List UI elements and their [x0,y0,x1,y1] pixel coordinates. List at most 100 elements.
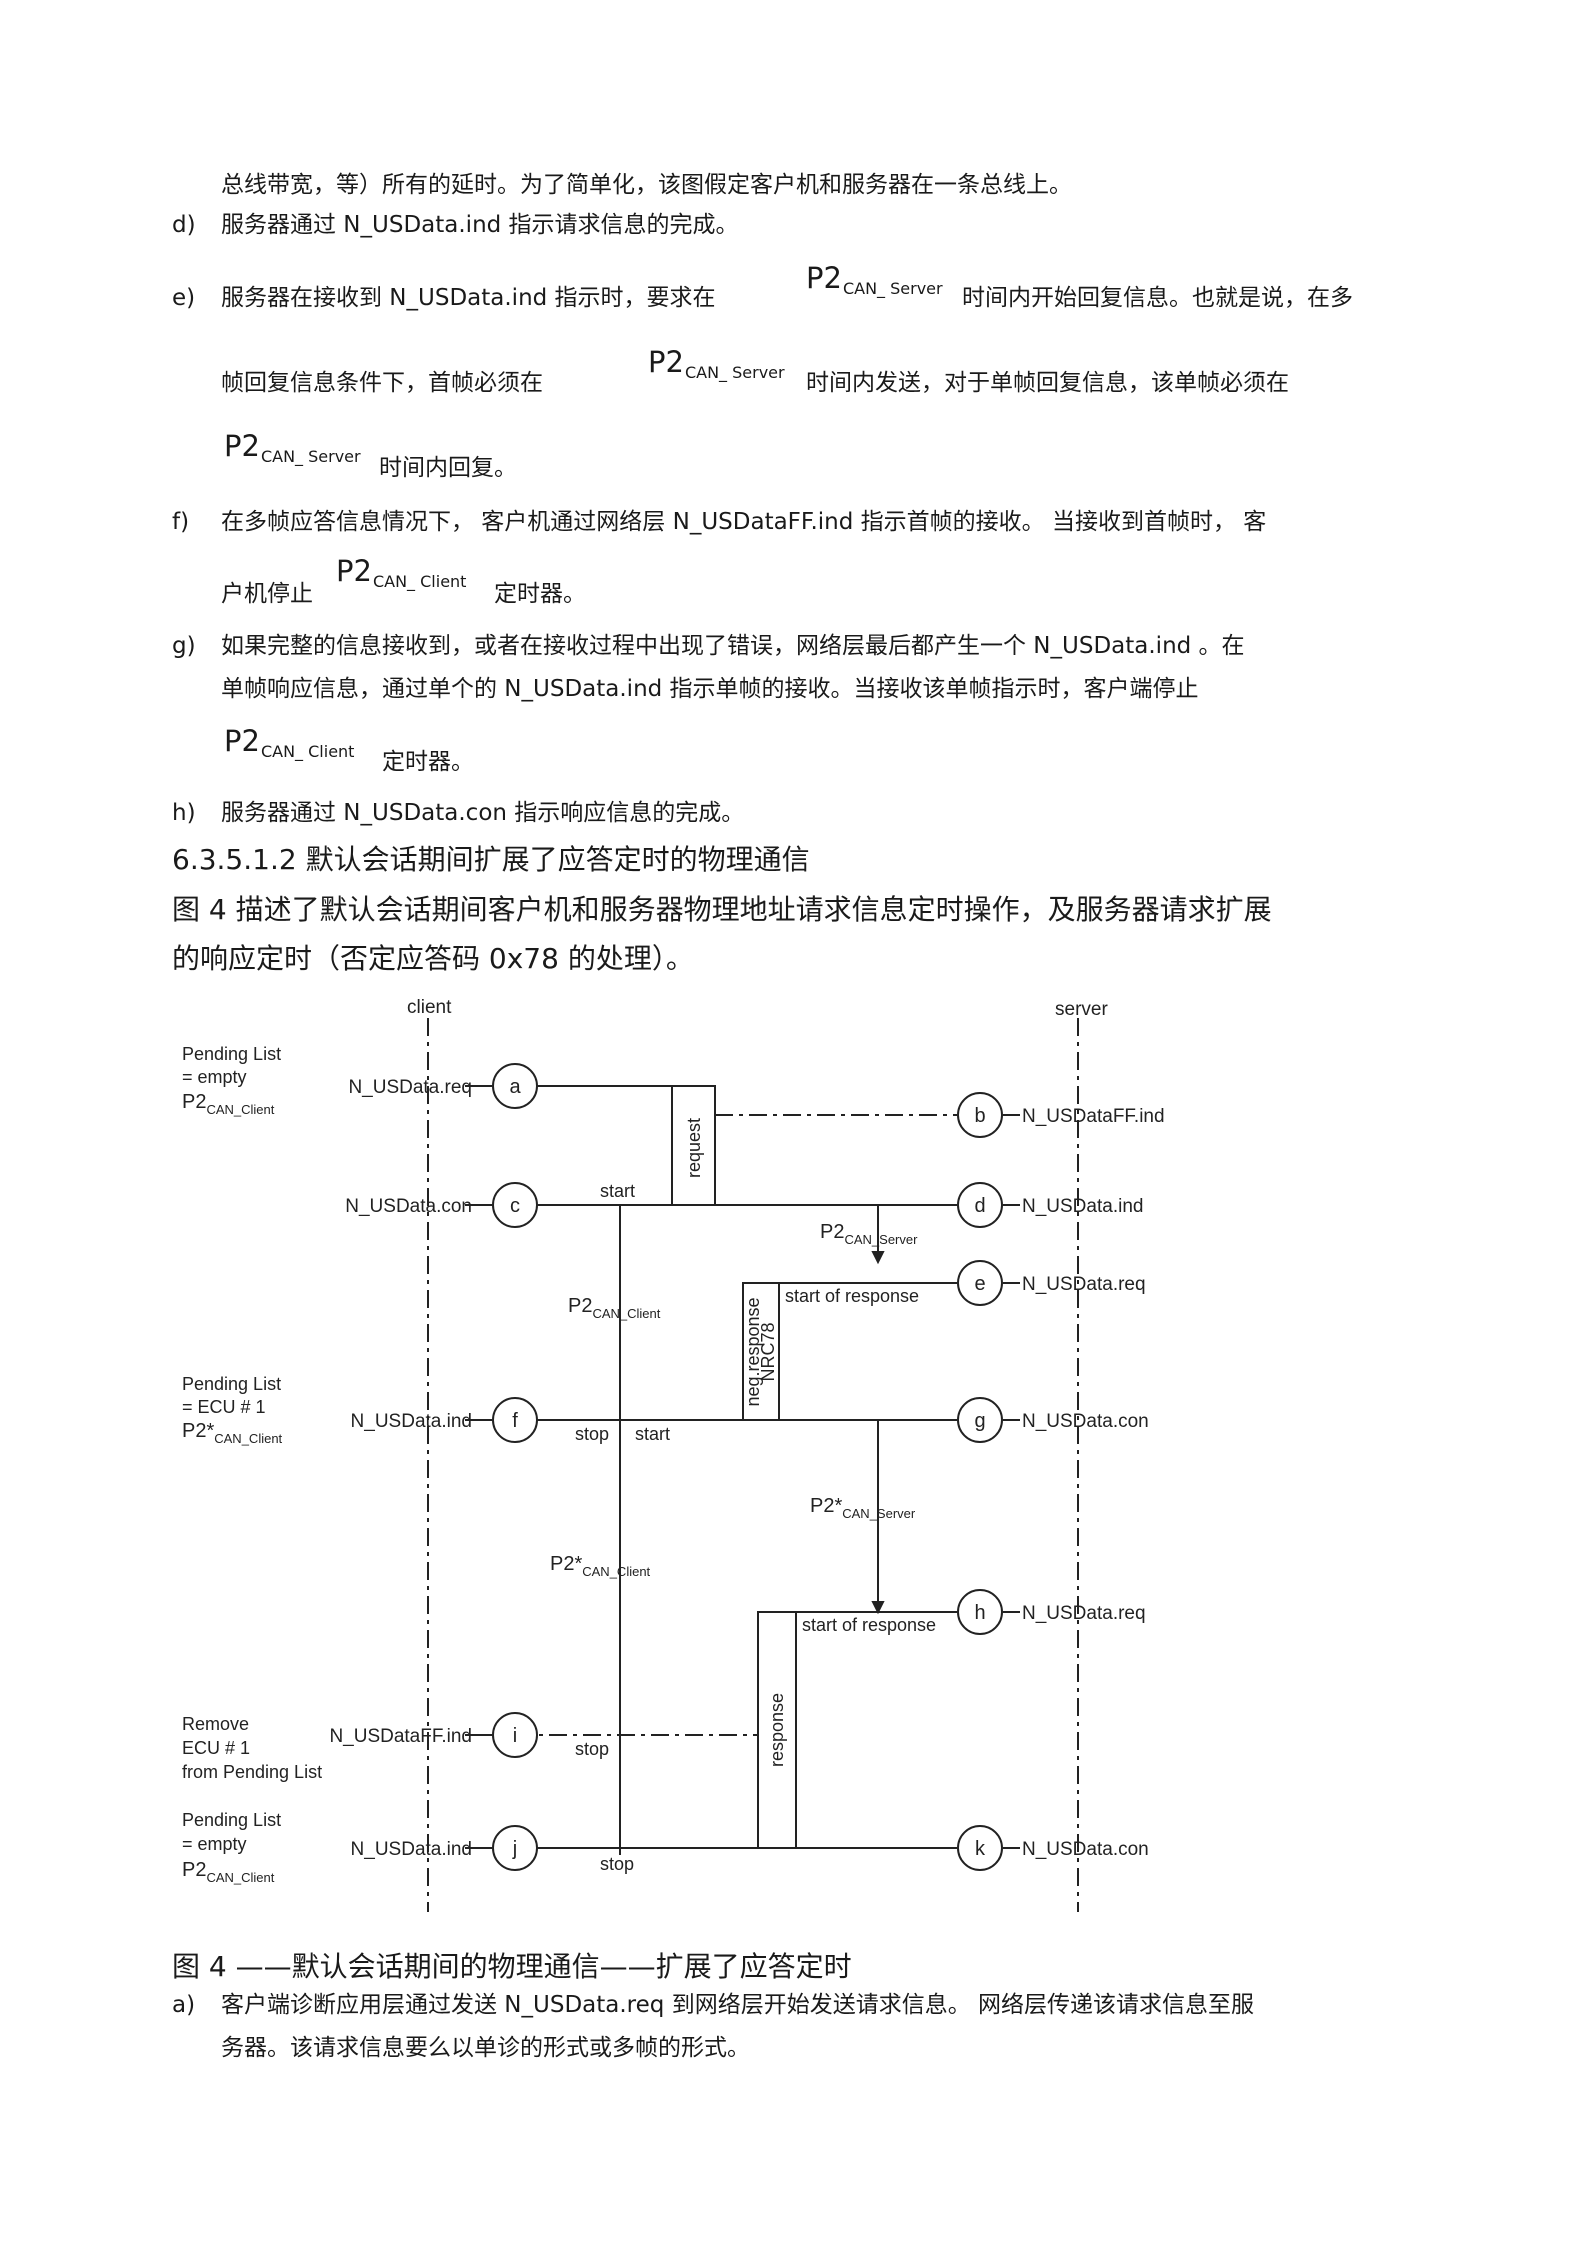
event-letter-f: f [512,1410,518,1432]
paragraph-line: 总线带宽，等）所有的延时。为了简单化，该图假定客户机和服务器在一条总线上。 [221,172,1072,198]
event-circle-c [492,1182,538,1228]
list-item-e-part1: 服务器在接收到 N_USData.ind 指示时，要求在 [221,285,716,311]
stop-label: stop [600,1854,634,1874]
p2star-server-label: P2*CAN_Server [810,1495,916,1521]
event-letter-j: j [512,1838,517,1860]
start-of-response-label: start of response [802,1615,936,1635]
response-line [515,1611,957,1849]
p2-server-label: P2CAN_Server [820,1221,918,1247]
pending-note-1-timer: P2CAN_Client [182,1091,275,1117]
event-circle-g [957,1397,1003,1443]
event-letter-b: b [974,1105,985,1127]
event-label-d: N_USData.ind [1022,1196,1143,1217]
timing-sequence-diagram: a b c d e f g h i j k client server N_US… [182,997,1165,1912]
list-marker-d: d) [172,212,196,238]
neg-response-label: neg.response [743,1297,763,1406]
pending-note-2-timer: P2*CAN_Client [182,1420,283,1446]
event-circle-j [492,1825,538,1871]
list-item-g-line2: 单帧响应信息，通过单个的 N_USData.ind 指示单帧的接收。当接收该单帧… [221,676,1199,702]
list-item-e-line2a: 帧回复信息条件下，首帧必须在 [221,370,543,396]
pending-note-3: Pending List [182,1810,281,1830]
event-letter-a: a [509,1076,521,1098]
list-item-f-line2a: 户机停止 [221,581,313,607]
stop-label: stop [575,1424,609,1444]
request-box-label: request [684,1118,704,1178]
event-label-a: N_USData.req [348,1077,472,1098]
list-item-f-line2b: 定时器。 [494,581,586,607]
pending-note-3: = empty [182,1834,247,1854]
event-label-i: N_USDataFF.ind [329,1726,472,1747]
list-marker-e: e) [172,285,196,311]
intro-line-2: 的响应定时（否定应答码 0x78 的处理）。 [172,942,694,975]
list-item-g-line3: 定时器。 [382,749,474,775]
p2-server-symbol: P2CAN_ Server [806,261,943,299]
event-circle-b [957,1092,1003,1138]
pending-note-2: Pending List [182,1374,281,1394]
response-box [757,1611,797,1849]
event-circle-e [957,1260,1003,1306]
p2-client-symbol: P2CAN_ Client [224,724,355,762]
list-marker-g: g) [172,633,196,659]
event-label-j: N_USData.ind [351,1839,472,1860]
pending-note-1: Pending List [182,1044,281,1064]
section-heading: 6.3.5.1.2 默认会话期间扩展了应答定时的物理通信 [172,843,810,876]
event-label-h: N_USData.req [1022,1603,1146,1624]
list-item-f: 在多帧应答信息情况下， 客户机通过网络层 N_USDataFF.ind 指示首帧… [221,509,1267,535]
start-of-response-label: start of response [785,1286,919,1306]
list-marker-f: f) [172,509,190,535]
event-letter-h: h [974,1602,985,1624]
event-letter-e: e [974,1273,985,1295]
list-item-h: 服务器通过 N_USData.con 指示响应信息的完成。 [221,800,745,826]
start-label: start [600,1181,635,1201]
event-label-c: N_USData.con [345,1196,472,1217]
pending-note-2: = ECU # 1 [182,1397,266,1417]
event-circle-a [492,1063,538,1109]
list-item-e-part2: 时间内开始回复信息。也就是说，在多 [962,285,1353,311]
intro-line-1: 图 4 描述了默认会话期间客户机和服务器物理地址请求信息定时操作，及服务器请求扩… [172,893,1272,926]
nrc78-label: NRC78 [758,1322,778,1381]
p2-server-symbol: P2CAN_ Server [648,345,785,383]
pending-note-1: = empty [182,1067,247,1087]
server-label: server [1055,999,1108,1020]
event-letter-i: i [513,1725,517,1747]
neg-response-box [742,1282,780,1421]
client-label: client [407,997,452,1018]
request-box [671,1085,716,1206]
event-letter-c: c [510,1195,520,1217]
list-item-a-line1: 客户端诊断应用层通过发送 N_USData.req 到网络层开始发送请求信息。 … [221,1992,1255,2018]
event-circle-d [957,1182,1003,1228]
p2-server-symbol: P2CAN_ Server [224,429,361,467]
event-letter-d: d [974,1195,985,1217]
remove-note: ECU # 1 [182,1738,250,1758]
figure-caption: 图 4 ——默认会话期间的物理通信——扩展了应答定时 [172,1950,852,1983]
pending-note-3-timer: P2CAN_Client [182,1859,275,1885]
list-item-d: 服务器通过 N_USData.ind 指示请求信息的完成。 [221,212,739,238]
event-label-b: N_USDataFF.ind [1022,1106,1165,1127]
start-label: start [635,1424,670,1444]
list-item-a-line2: 务器。该请求信息要么以单诊的形式或多帧的形式。 [221,2035,750,2061]
event-label-k: N_USData.con [1022,1839,1149,1860]
event-circle-i [492,1712,538,1758]
p2-client-label: P2CAN_Client [568,1295,661,1321]
remove-note: Remove [182,1714,249,1734]
event-circle-k [957,1825,1003,1871]
stop-label: stop [575,1739,609,1759]
response-box-label: response [767,1693,787,1767]
event-circle-h [957,1589,1003,1635]
event-letter-k: k [975,1838,986,1860]
arrowhead [871,1601,885,1615]
list-item-e-line2b: 时间内发送，对于单帧回复信息，该单帧必须在 [806,370,1289,396]
event-label-e: N_USData.req [1022,1274,1146,1295]
list-marker-h: h) [172,800,196,826]
p2star-client-label: P2*CAN_Client [550,1553,651,1579]
event-label-g: N_USData.con [1022,1411,1149,1432]
arrowhead [871,1251,885,1265]
list-item-e-line3: 时间内回复。 [379,455,517,481]
remove-note: from Pending List [182,1762,322,1782]
list-marker-a: a) [172,1992,196,2018]
p2-client-symbol: P2CAN_ Client [336,554,467,592]
list-item-g-line1: 如果完整的信息接收到，或者在接收过程中出现了错误，网络层最后都产生一个 N_US… [221,633,1245,659]
event-label-f: N_USData.ind [351,1411,472,1432]
event-circle-f [492,1397,538,1443]
event-letter-g: g [974,1410,985,1432]
